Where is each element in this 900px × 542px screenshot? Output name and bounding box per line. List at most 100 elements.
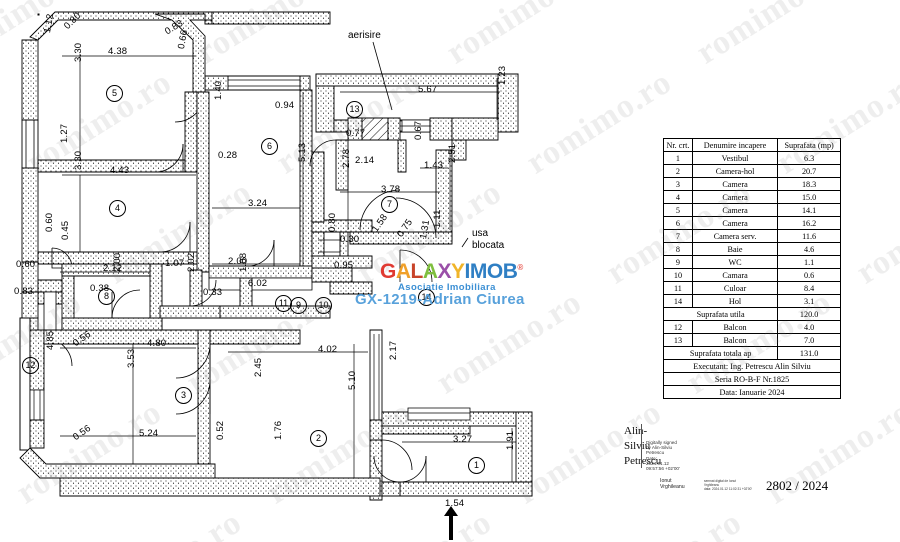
dimension-label: 5.24 xyxy=(139,428,159,439)
room-number-10: 10 xyxy=(315,297,332,314)
cell-room-name: Camera xyxy=(691,203,779,217)
cell-area: 8.4 xyxy=(777,281,841,295)
dimension-label: 5.13 xyxy=(297,142,308,162)
galaxyimob-logo: GALAXYIMOB® xyxy=(380,260,523,284)
dimension-label: 1.54 xyxy=(445,498,465,509)
table-row: Data: Ianuarie 2024 xyxy=(663,385,841,399)
cell-nr: 5 xyxy=(663,203,693,217)
cell-area: 11.6 xyxy=(777,229,841,243)
agent-tag: GX-1219-Adrian Ciurea xyxy=(355,291,525,308)
cell-nr: 4 xyxy=(663,190,693,204)
logo-imob: IMOB xyxy=(464,260,518,283)
signature-detail-line: 2024.01.12 xyxy=(646,460,669,466)
cell-area: 0.6 xyxy=(777,268,841,282)
annotation-usa-blocata-line2: blocata xyxy=(472,240,505,251)
signature-detail-line: by Alin-Silviu xyxy=(646,445,673,451)
cell-subtotal-area: 120.0 xyxy=(777,307,841,321)
room-number-14: 14 xyxy=(418,289,435,306)
cell-area: 18.3 xyxy=(777,177,841,191)
dimension-label: 3.24 xyxy=(248,198,268,209)
cell-area: 4.0 xyxy=(777,320,841,334)
room-number-13: 13 xyxy=(346,101,363,118)
table-row: Executant: Ing. Petrescu Alin Silviu xyxy=(663,359,841,373)
dimension-label: 2.12 xyxy=(103,263,123,274)
cell-nr: 6 xyxy=(663,216,693,230)
cell-area: 7.0 xyxy=(777,333,841,347)
cell-area: 1.1 xyxy=(777,255,841,269)
cell-footer-2: Data: Ianuarie 2024 xyxy=(663,385,841,399)
room-number-2: 2 xyxy=(310,430,327,447)
cell-room-name: Balcon xyxy=(691,320,779,334)
signature-detail-line: Digitally signed xyxy=(646,440,677,445)
logo-letter-l: L xyxy=(410,260,424,283)
cell-total-area: 131.0 xyxy=(777,346,841,360)
dimension-label: 2.00 xyxy=(112,252,123,272)
dimension-label: 0.30 xyxy=(340,234,360,245)
room-number-3: 3 xyxy=(175,387,192,404)
dimension-label: 1.27 xyxy=(59,123,70,143)
cell-nr: 8 xyxy=(663,242,693,256)
room-number-7: 7 xyxy=(381,196,398,213)
room-number-9: 9 xyxy=(290,297,307,314)
cell-room-name: Balcon xyxy=(691,333,779,347)
watermark-text: romimo.ro xyxy=(690,0,849,72)
cell-room-name: Baie xyxy=(691,242,779,256)
room-number-11: 11 xyxy=(275,295,292,312)
logo-letter-y: Y xyxy=(451,260,465,283)
cell-footer-0: Executant: Ing. Petrescu Alin Silviu xyxy=(663,359,841,373)
dimension-label: 3.78 xyxy=(381,184,401,195)
dimension-label: 4.02 xyxy=(318,344,338,355)
dimension-label: 2.00 xyxy=(228,256,248,267)
annotation-usa-blocata-line1: usa xyxy=(472,228,489,239)
cell-nr: 12 xyxy=(663,320,693,334)
dimension-label: 1.23 xyxy=(497,65,508,85)
cell-area: 6.3 xyxy=(777,151,841,165)
header-area: Suprafata (mp) xyxy=(777,138,841,152)
room-number-5: 5 xyxy=(106,85,123,102)
dimension-label: 0.45 xyxy=(60,220,71,240)
logo-subtitle: Asociatie Imobiliara xyxy=(398,282,496,293)
dimension-label: 1.08 xyxy=(238,252,249,272)
header-name: Denumire incapere xyxy=(691,138,779,152)
dimension-label: 1.76 xyxy=(273,420,284,440)
cell-subtotal-label: Suprafata utila xyxy=(662,307,779,321)
logo-registered-icon: ® xyxy=(517,263,523,272)
cell-room-name: Camera xyxy=(691,190,779,204)
dimension-label: 0.80 xyxy=(327,212,338,232)
cell-area: 20.7 xyxy=(777,164,841,178)
cell-nr: 10 xyxy=(663,268,693,282)
dimension-label: 4.85 xyxy=(45,330,56,350)
cell-room-name: Hol xyxy=(691,294,779,308)
cell-area: 16.2 xyxy=(777,216,841,230)
room-number-4: 4 xyxy=(109,200,126,217)
signature-divider xyxy=(641,424,642,468)
dimension-label: 1.40 xyxy=(213,80,224,100)
cell-area: 15.0 xyxy=(777,190,841,204)
cell-room-name: Camara xyxy=(691,268,779,282)
logo-letter-a2: A xyxy=(422,260,438,283)
signature-name-line: Alin- xyxy=(624,425,648,437)
second-signature-detail-line: Vrghileanu xyxy=(704,482,720,487)
table-row: Seria RO-B-F Nr.1825 xyxy=(663,372,841,386)
dimension-label: 0.52 xyxy=(215,420,226,440)
second-signature-detail-line: data: 2024.01.12 11:02:31 +02'00' xyxy=(704,486,753,491)
cell-nr: 13 xyxy=(663,333,693,347)
cell-area: 4.6 xyxy=(777,242,841,256)
table-header-row: Nr. crt. Denumire incapere Suprafata (mp… xyxy=(663,138,841,152)
